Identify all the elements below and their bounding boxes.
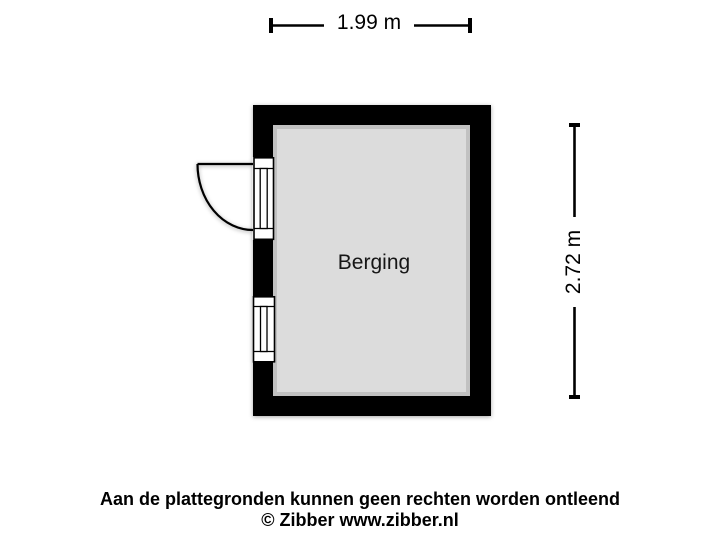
room-berging [196, 105, 491, 416]
floor-inner-shadow [273, 125, 470, 396]
footer-disclaimer: Aan de plattegronden kunnen geen rechten… [99, 489, 621, 509]
dimension-width-value: 1.99 m [336, 10, 402, 34]
dimension-height-label: 2.72 m [560, 217, 589, 307]
dimension-width-label: 1.99 m [324, 8, 414, 37]
dimension-height-value: 2.72 m [562, 229, 586, 295]
window-frame [252, 295, 276, 363]
footer: Aan de plattegronden kunnen geen rechten… [0, 489, 720, 531]
footer-copyright: © Zibber www.zibber.nl [261, 510, 459, 530]
room-floor [273, 125, 470, 396]
door-frame [253, 157, 275, 241]
room-label: Berging [337, 251, 411, 274]
door-swing-arc [196, 163, 254, 232]
